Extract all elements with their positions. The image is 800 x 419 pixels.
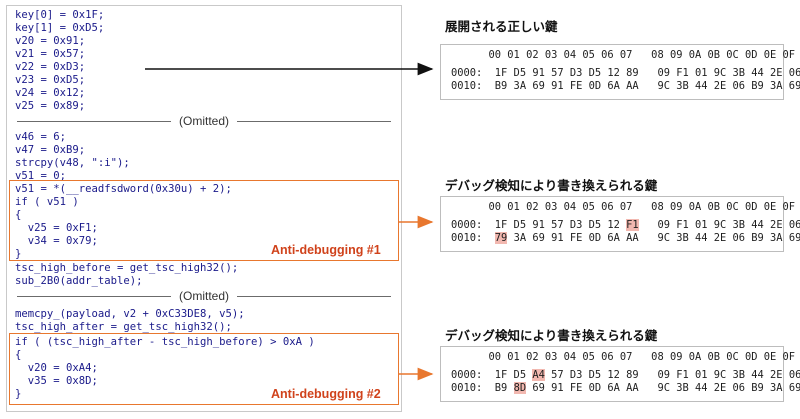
code-line: v20 = 0x91; bbox=[15, 35, 86, 47]
code-line: key[1] = 0xD5; bbox=[15, 22, 105, 34]
code-line: v51 = *(__readfsdword(0x30u) + 2); bbox=[15, 183, 232, 195]
code-line: v47 = 0xB9; bbox=[15, 144, 86, 156]
omitted-separator: (Omitted) bbox=[17, 289, 392, 303]
rewritten-key-1-title: デバッグ検知により書き換えられる鍵 bbox=[445, 178, 658, 193]
hex-header: 00 01 02 03 04 05 06 07 08 09 0A 0B 0C 0… bbox=[451, 49, 796, 61]
code-line: sub_2B0(addr_table); bbox=[15, 275, 143, 287]
code-line: if ( (tsc_high_after - tsc_high_before) … bbox=[15, 336, 315, 348]
code-line: v25 = 0xF1; bbox=[15, 222, 98, 234]
omitted-label: (Omitted) bbox=[179, 114, 230, 128]
code-line: v46 = 6; bbox=[15, 131, 67, 143]
correct-key-hex-box: 00 01 02 03 04 05 06 07 08 09 0A 0B 0C 0… bbox=[440, 44, 800, 100]
hex-highlight: 8D bbox=[513, 382, 527, 394]
hex-row: 0000: 1F D5 91 57 D3 D5 12 F1 09 F1 01 9… bbox=[451, 219, 800, 231]
code-line: key[0] = 0x1F; bbox=[15, 9, 105, 21]
code-line: tsc_high_before = get_tsc_high32(); bbox=[15, 262, 239, 274]
hex-highlight: A4 bbox=[532, 369, 545, 381]
code-line: { bbox=[15, 209, 22, 221]
omitted-separator: (Omitted) bbox=[17, 114, 392, 128]
hex-row: 0010: B9 8D 69 91 FE 0D 6A AA 9C 3B 44 2… bbox=[451, 382, 800, 394]
anti-debug-2-box bbox=[9, 333, 399, 405]
code-line: v20 = 0xA4; bbox=[15, 362, 98, 374]
hex-row: 0000: 1F D5 91 57 D3 D5 12 89 09 F1 01 9… bbox=[451, 67, 800, 79]
code-line: tsc_high_after = get_tsc_high32(); bbox=[15, 321, 232, 333]
code-line: v25 = 0x89; bbox=[15, 100, 86, 112]
code-line: { bbox=[15, 349, 22, 361]
hex-header: 00 01 02 03 04 05 06 07 08 09 0A 0B 0C 0… bbox=[451, 201, 796, 213]
hex-row: 0010: 79 3A 69 91 FE 0D 6A AA 9C 3B 44 2… bbox=[451, 232, 800, 244]
code-line: v34 = 0x79; bbox=[15, 235, 98, 247]
code-line: strcpy(v48, ":i"); bbox=[15, 157, 130, 169]
omitted-label: (Omitted) bbox=[179, 289, 230, 303]
code-line: v24 = 0x12; bbox=[15, 87, 86, 99]
correct-key-title: 展開される正しい鍵 bbox=[445, 19, 558, 34]
code-line: v51 = 0; bbox=[15, 170, 67, 182]
hex-row: 0000: 1F D5 A4 57 D3 D5 12 89 09 F1 01 9… bbox=[451, 369, 800, 381]
code-line: v21 = 0x57; bbox=[15, 48, 86, 60]
code-line: v22 = 0xD3; bbox=[15, 61, 86, 73]
anti-debug-2-label: Anti-debugging #2 bbox=[271, 387, 381, 401]
hex-row: 0010: B9 3A 69 91 FE 0D 6A AA 9C 3B 44 2… bbox=[451, 80, 800, 92]
code-panel: key[0] = 0x1F; key[1] = 0xD5; v20 = 0x91… bbox=[6, 5, 402, 412]
hex-highlight: F1 bbox=[626, 219, 639, 231]
rewritten-key-2-hex-box: 00 01 02 03 04 05 06 07 08 09 0A 0B 0C 0… bbox=[440, 346, 800, 402]
code-line: } bbox=[15, 248, 22, 260]
rewritten-key-1-hex-box: 00 01 02 03 04 05 06 07 08 09 0A 0B 0C 0… bbox=[440, 196, 800, 252]
code-line: memcpy_(payload, v2 + 0xC33DE8, v5); bbox=[15, 308, 245, 320]
code-line: v35 = 0x8D; bbox=[15, 375, 98, 387]
code-line: v23 = 0xD5; bbox=[15, 74, 86, 86]
hex-highlight: 79 bbox=[494, 232, 508, 244]
code-line: if ( v51 ) bbox=[15, 196, 79, 208]
hex-header: 00 01 02 03 04 05 06 07 08 09 0A 0B 0C 0… bbox=[451, 351, 796, 363]
anti-debug-1-label: Anti-debugging #1 bbox=[271, 243, 381, 257]
code-line: } bbox=[15, 388, 22, 400]
rewritten-key-2-title: デバッグ検知により書き換えられる鍵 bbox=[445, 328, 658, 343]
anti-debug-1-box bbox=[9, 180, 399, 261]
